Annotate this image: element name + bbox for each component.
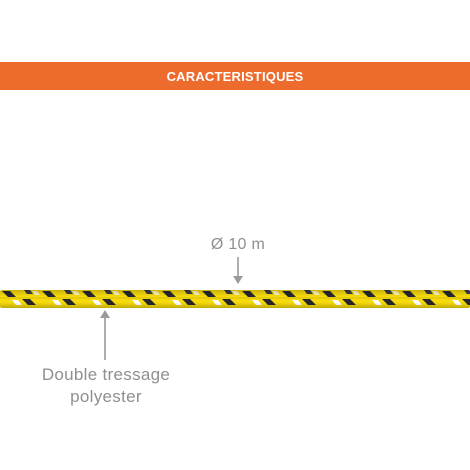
rope-image <box>0 290 470 308</box>
diameter-label: Ø 10 m <box>210 236 266 253</box>
braid-label-line1: Double tressage <box>41 365 171 384</box>
diameter-arrow-icon <box>233 257 243 284</box>
characteristics-banner: CARACTERISTIQUES <box>0 62 470 90</box>
braid-description: Double tressage polyester <box>20 364 192 408</box>
banner-title: CARACTERISTIQUES <box>166 68 304 84</box>
braid-label-line2: polyester <box>70 387 142 406</box>
braid-arrow-icon <box>100 310 110 360</box>
